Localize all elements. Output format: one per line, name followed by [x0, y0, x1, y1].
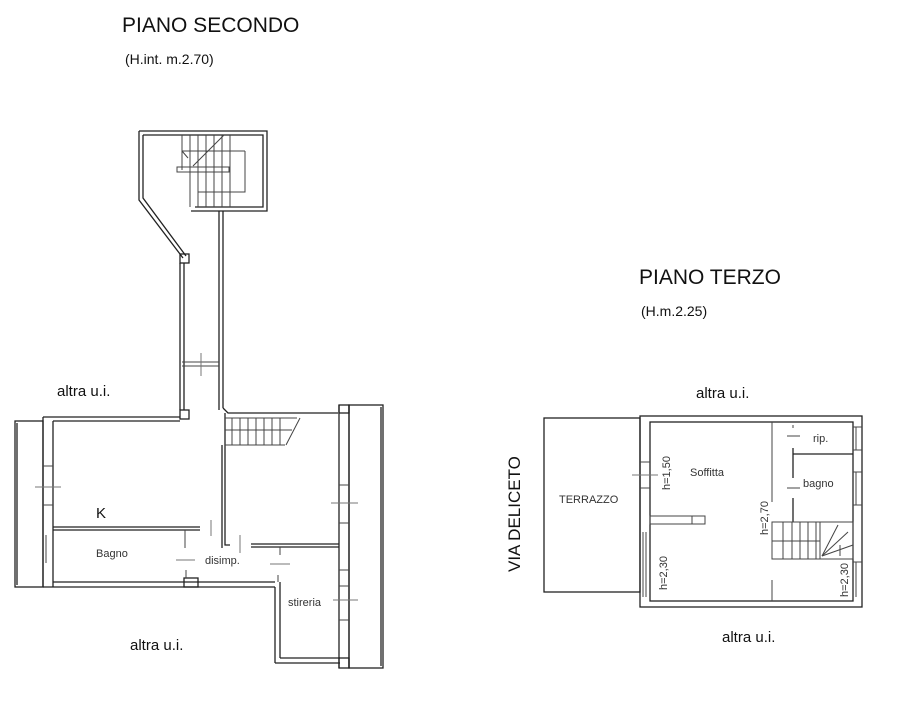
height-center-label: h=2,70	[759, 501, 771, 535]
kitchen-label: K	[96, 505, 107, 522]
third-floor-height-note: (H.m.2.25)	[641, 303, 708, 319]
second-floor-plan	[14, 130, 384, 669]
third-floor-plan	[543, 415, 863, 608]
height-left-bottom-label: h=2,30	[658, 556, 670, 590]
attic-stair	[771, 521, 854, 560]
terrace-label: TERRAZZO	[559, 494, 619, 506]
second-floor-neighbor-top-label: altra u.i.	[57, 383, 111, 400]
street-name-label: VIA DELICETO	[505, 456, 524, 572]
right-balcony	[331, 404, 384, 669]
second-floor-title: PIANO SECONDO	[122, 14, 300, 37]
height-left-top-label: h=1,50	[661, 456, 673, 490]
storage-label: rip.	[813, 433, 829, 445]
third-floor-title: PIANO TERZO	[639, 266, 781, 289]
attic-walls	[632, 415, 863, 608]
third-floor-neighbor-bottom-label: altra u.i.	[722, 629, 776, 646]
third-floor-neighbor-top-label: altra u.i.	[696, 385, 750, 402]
ironing-room-label: stireria	[288, 597, 322, 609]
interior-stair	[225, 417, 301, 446]
height-right-label: h=2,30	[839, 563, 851, 597]
second-floor-height-note: (H.int. m.2.70)	[125, 51, 214, 67]
bathroom-label-third: bagno	[803, 478, 834, 490]
second-floor-neighbor-bottom-label: altra u.i.	[130, 637, 184, 654]
main-apartment-walls	[14, 413, 340, 664]
attic-label: Soffitta	[690, 467, 725, 479]
corridor-walls	[179, 211, 338, 420]
stair-tower	[138, 130, 268, 259]
hallway-label: disimp.	[205, 555, 240, 567]
bathroom-label: Bagno	[96, 548, 128, 560]
